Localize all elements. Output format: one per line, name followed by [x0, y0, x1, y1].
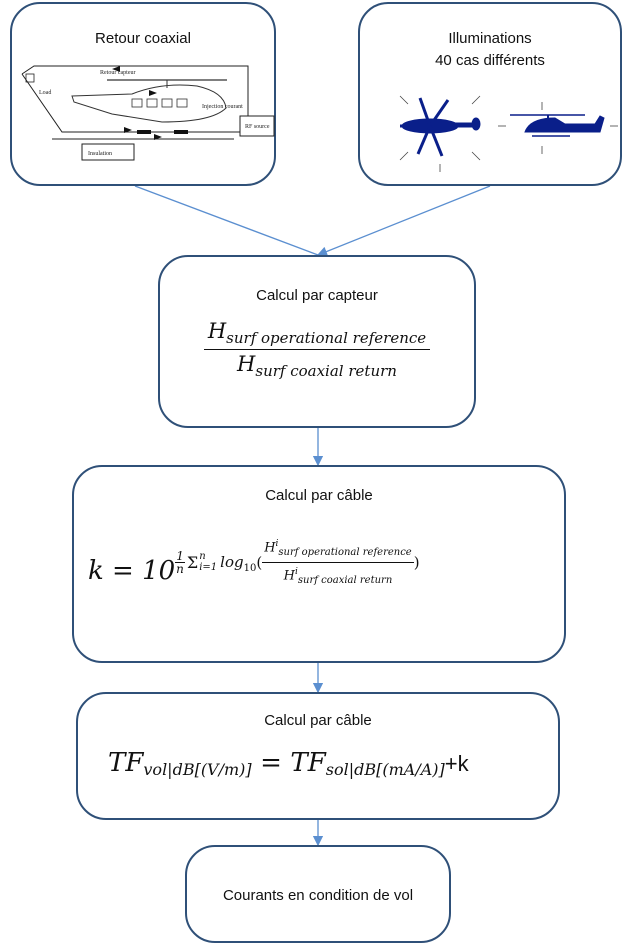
cable2-title: Calcul par câble: [264, 712, 372, 729]
k-denominator: Hisurf coaxial return: [283, 566, 393, 586]
cable1-title: Calcul par câble: [265, 487, 373, 504]
label-retour-capteur: Retour capteur: [100, 70, 135, 76]
label-injection-courant: Injection courant: [202, 104, 243, 110]
box-illuminations: Illuminations 40 cas différents: [358, 2, 622, 186]
label-insulation: Insulation: [88, 151, 112, 157]
courants-title: Courants en condition de vol: [222, 887, 414, 904]
retour-coaxial-title: Retour coaxial: [95, 30, 191, 47]
box-calcul-par-cable-tf: Calcul par câble TFvol|dB[(V/m)] = TFsol…: [76, 692, 560, 820]
box-retour-coaxial: Retour coaxial Load Retour capteur Injec…: [10, 2, 276, 186]
illuminations-title-line1: Illuminations: [448, 30, 532, 47]
helicopter-side-view-icon: [510, 114, 605, 137]
illumination-arrows: [399, 95, 618, 172]
capteur-numerator: Hsurf operational reference: [207, 319, 427, 348]
k-formula: k = 10 1 n Σ n i=1 log10( Hisurf operati…: [88, 535, 420, 590]
capteur-ratio-formula: Hsurf operational reference Hsurf coaxia…: [160, 319, 474, 380]
helicopter-top-view-icon: [400, 97, 481, 157]
tf-formula: TFvol|dB[(V/m)] = TFsol|dB[(mA/A)]+k: [108, 748, 469, 780]
capteur-denominator: Hsurf coaxial return: [237, 352, 397, 381]
label-load: Load: [39, 90, 51, 96]
box-courants-en-condition-de-vol: Courants en condition de vol: [185, 845, 451, 943]
label-rf-source: RF source: [245, 124, 270, 130]
box-calcul-par-capteur: Calcul par capteur Hsurf operational ref…: [158, 255, 476, 428]
connector-illuminations-to-capteur: [316, 185, 491, 257]
illumination-figure: [399, 95, 618, 172]
box-calcul-par-cable-k: Calcul par câble k = 10 1 n Σ n i=1 log1…: [72, 465, 566, 663]
capteur-title: Calcul par capteur: [256, 287, 378, 304]
k-numerator: Hisurf operational reference: [262, 535, 414, 563]
connector-retour-to-capteur: [134, 185, 319, 256]
coaxial-setup-figure: Load Retour capteur Injection courant RF…: [21, 65, 275, 161]
illuminations-title-line2: 40 cas différents: [435, 52, 545, 69]
